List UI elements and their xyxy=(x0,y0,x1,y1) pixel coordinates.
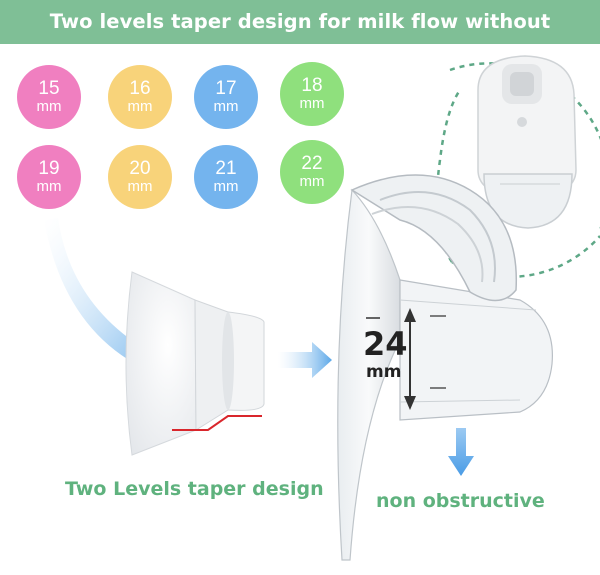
flow-caption: non obstructive xyxy=(376,490,545,512)
size-circle-19: 19 mm xyxy=(17,145,81,209)
size-unit: mm xyxy=(36,178,62,195)
size-unit: mm xyxy=(127,98,153,115)
measurement-unit: mm xyxy=(366,362,402,382)
size-options: 15 mm 16 mm 17 mm 18 mm 19 mm 20 mm 21 m… xyxy=(0,0,600,240)
size-value: 21 xyxy=(215,158,237,179)
size-value: 15 xyxy=(38,78,60,99)
size-circle-16: 16 mm xyxy=(108,65,172,129)
size-value: 20 xyxy=(129,158,151,179)
taper-flange xyxy=(125,271,265,456)
size-unit: mm xyxy=(213,98,239,115)
size-value: 17 xyxy=(215,78,237,99)
flow-arrow-down xyxy=(448,428,474,476)
pump-inset xyxy=(435,55,600,279)
size-circle-18: 18 mm xyxy=(280,62,344,126)
flow-arrow-right xyxy=(278,342,332,378)
size-unit: mm xyxy=(213,178,239,195)
size-unit: mm xyxy=(299,95,325,112)
taper-caption: Two Levels taper design xyxy=(65,478,324,500)
size-value: 18 xyxy=(301,75,323,96)
size-value: 22 xyxy=(301,153,323,174)
size-value: 19 xyxy=(38,158,60,179)
size-circle-22: 22 mm xyxy=(280,140,344,204)
size-circle-17: 17 mm xyxy=(194,65,258,129)
measurement-value: 24 xyxy=(363,325,408,363)
size-circle-20: 20 mm xyxy=(108,145,172,209)
size-circle-15: 15 mm xyxy=(17,65,81,129)
size-unit: mm xyxy=(36,98,62,115)
size-value: 16 xyxy=(129,78,151,99)
size-circle-21: 21 mm xyxy=(194,145,258,209)
title-banner: Two levels taper design for milk flow wi… xyxy=(0,0,600,77)
glass-flange xyxy=(337,174,553,561)
size-unit: mm xyxy=(299,173,325,190)
size-unit: mm xyxy=(127,178,153,195)
